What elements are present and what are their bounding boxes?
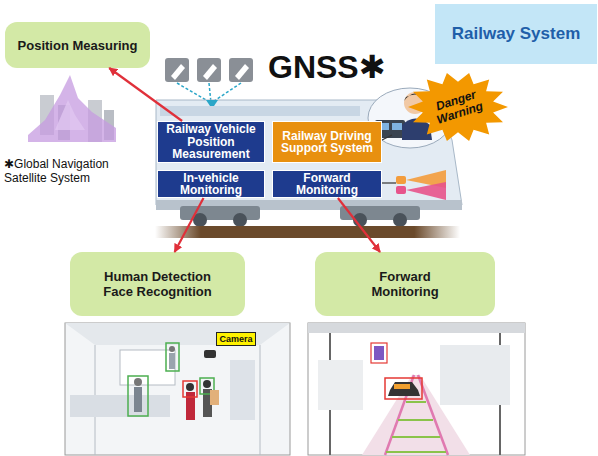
box-text: Forward Monitoring xyxy=(274,172,380,197)
illustration-part xyxy=(406,401,426,403)
illustration-part xyxy=(204,350,216,358)
box-text: Position Measuring xyxy=(18,38,138,53)
illustration-part xyxy=(392,123,402,130)
illustration-part xyxy=(171,64,185,80)
illustration-part xyxy=(203,380,211,388)
result-box: Position Measuring xyxy=(5,22,150,68)
illustration-part xyxy=(318,360,363,410)
illustration-part xyxy=(230,360,255,420)
illustration-part xyxy=(374,346,384,360)
illustration-part xyxy=(308,323,525,333)
illustration-part xyxy=(308,323,525,455)
illustration-part xyxy=(394,384,410,389)
box-text: Forward Monitoring xyxy=(355,269,455,299)
illustration-part xyxy=(134,378,142,386)
illustration-part xyxy=(388,382,420,396)
function-box: Railway Vehicle Position Measurement xyxy=(157,121,265,163)
function-box: Railway Driving Support System xyxy=(272,121,382,163)
illustration-part xyxy=(169,346,175,352)
illustration-part xyxy=(396,186,406,194)
illustration-part xyxy=(353,213,367,227)
illustration-part xyxy=(169,353,175,369)
box-text: In-vehicle Monitoring xyxy=(159,172,263,197)
illustration-part xyxy=(183,381,197,397)
illustration-part xyxy=(203,64,217,80)
illustration-part xyxy=(197,58,221,82)
illustration-part xyxy=(386,451,446,453)
box-text: Railway Vehicle Position Measurement xyxy=(159,123,263,161)
box-text: Railway Driving Support System xyxy=(274,130,380,155)
city-illustration xyxy=(28,75,116,142)
illustration-part xyxy=(55,100,85,130)
warning-burst: Danger Warning xyxy=(408,72,508,142)
illustration-part xyxy=(396,176,406,184)
box-text: Railway System xyxy=(452,24,581,44)
illustration-part xyxy=(28,75,116,142)
illustration-part xyxy=(70,395,170,417)
box-text: Camera xyxy=(219,334,252,344)
arrow-connector xyxy=(338,198,380,252)
illustration-part xyxy=(229,58,253,82)
illustration-part xyxy=(186,392,195,420)
illustration-part xyxy=(180,206,260,220)
satellite-icons xyxy=(165,58,253,103)
illustration-part xyxy=(233,213,247,227)
illustration-part xyxy=(398,419,433,421)
illustration-part xyxy=(362,375,470,455)
illustration-part xyxy=(166,343,179,371)
illustration-part xyxy=(406,182,446,200)
illustration-part xyxy=(165,58,189,82)
function-box: Forward Monitoring xyxy=(272,170,382,198)
illustration-part xyxy=(155,226,460,238)
illustration-part xyxy=(260,345,261,455)
illustration-part xyxy=(186,383,194,391)
illustration-part xyxy=(382,182,396,183)
arrow-connector xyxy=(175,198,204,252)
illustration-part xyxy=(340,206,420,220)
train-illustration xyxy=(155,88,462,238)
function-box: In-vehicle Monitoring xyxy=(157,170,265,198)
illustration-part xyxy=(393,213,407,227)
illustration-part xyxy=(210,390,219,405)
box-text: Human Detection Face Recognition xyxy=(93,269,223,299)
camera-tag: Camera xyxy=(216,332,256,346)
burst-shape xyxy=(408,73,508,141)
illustration-part xyxy=(235,64,249,80)
gnss-label: GNSS✱ xyxy=(268,48,386,86)
forward-camera-view xyxy=(308,323,525,455)
illustration-part xyxy=(440,345,510,405)
illustration-part xyxy=(371,343,387,363)
result-box: Forward Monitoring xyxy=(315,252,495,316)
arrow-connector xyxy=(109,68,182,121)
footnote: ✱Global Navigation Satellite System xyxy=(4,157,122,185)
interior-camera-view xyxy=(65,323,290,455)
illustration-part xyxy=(392,436,440,438)
illustration-part xyxy=(128,376,148,416)
illustration-part xyxy=(206,100,218,106)
result-box: Human Detection Face Recognition xyxy=(70,252,245,316)
illustration-part xyxy=(65,323,290,345)
illustration-part xyxy=(65,323,290,455)
illustration-part xyxy=(160,106,360,116)
illustration-part xyxy=(193,213,207,227)
illustration-part xyxy=(385,378,422,399)
illustration-part xyxy=(382,135,392,140)
illustration-part xyxy=(134,387,142,412)
system-box: Railway System xyxy=(435,4,597,64)
illustration-part xyxy=(385,375,414,455)
